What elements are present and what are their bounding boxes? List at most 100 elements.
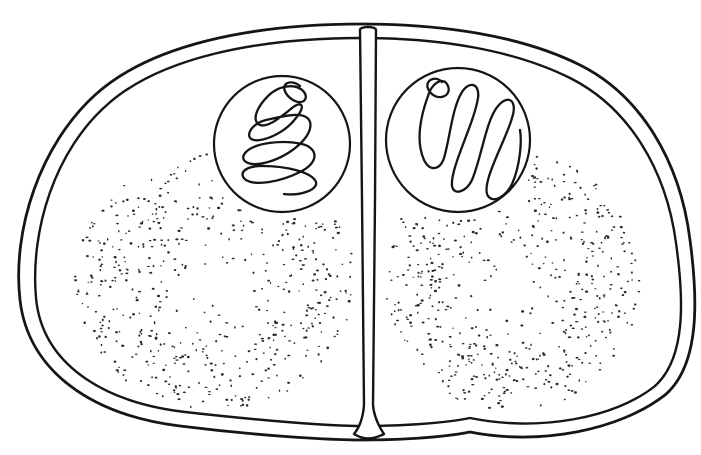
- stipple-dot: [302, 264, 305, 266]
- stipple-dot: [285, 229, 287, 231]
- stipple-dot: [175, 356, 178, 358]
- stipple-dot: [339, 226, 341, 228]
- stipple-dot: [302, 283, 304, 285]
- stipple-dot: [609, 288, 611, 290]
- stipple-dot: [155, 213, 157, 215]
- stipple-dot: [104, 336, 106, 338]
- stipple-dot: [93, 223, 96, 224]
- stipple-dot: [207, 227, 210, 230]
- stipple-dot: [512, 239, 515, 241]
- stipple-dot: [455, 398, 457, 399]
- stipple-dot: [568, 364, 571, 366]
- stipple-dot: [565, 361, 567, 363]
- stipple-dot: [288, 340, 291, 341]
- stipple-dot: [416, 249, 419, 251]
- stipple-dot: [446, 305, 449, 307]
- stipple-dot: [484, 348, 486, 350]
- stipple-dot: [454, 297, 457, 298]
- stipple-dot: [509, 375, 511, 377]
- stipple-dot: [581, 231, 584, 232]
- stipple-dot: [594, 317, 596, 318]
- stipple-dot: [307, 327, 310, 328]
- stipple-dot: [569, 193, 571, 195]
- stipple-dot: [416, 294, 418, 296]
- stipple-dot: [479, 252, 481, 254]
- stipple-dot: [100, 280, 102, 282]
- stipple-dot: [577, 170, 578, 172]
- stipple-dot: [174, 363, 176, 364]
- stipple-dot: [537, 358, 538, 360]
- stipple-dot: [568, 336, 571, 338]
- stipple-dot: [120, 239, 122, 241]
- stipple-dot: [571, 365, 573, 367]
- stipple-dot: [230, 384, 232, 387]
- stipple-dot: [267, 280, 270, 282]
- stipple-dot: [563, 259, 565, 262]
- stipple-dot: [515, 362, 517, 364]
- stipple-dot: [324, 291, 327, 293]
- stipple-dot: [619, 216, 622, 218]
- stipple-dot: [449, 360, 451, 362]
- stipple-dot: [485, 329, 488, 330]
- stipple-dot: [439, 281, 442, 283]
- stipple-dot: [110, 199, 112, 200]
- stipple-dot: [563, 181, 565, 182]
- stipple-dot: [292, 258, 295, 260]
- stipple-dot: [620, 237, 623, 238]
- stipple-dot: [165, 296, 167, 298]
- stipple-dot: [445, 278, 447, 279]
- stipple-dot: [457, 365, 459, 367]
- stipple-dot: [548, 381, 551, 383]
- stipple-dot: [460, 220, 462, 222]
- stipple-dot: [420, 284, 423, 286]
- stipple-dot: [293, 218, 296, 220]
- stipple-dot: [206, 218, 208, 220]
- stipple-dot: [521, 342, 524, 344]
- stipple-dot: [454, 239, 457, 241]
- stipple-dot: [113, 267, 116, 269]
- stipple-dot: [118, 230, 119, 232]
- stipple-dot: [315, 228, 317, 230]
- stipple-dot: [528, 200, 530, 203]
- stipple-dot: [399, 309, 402, 311]
- stipple-dot: [569, 217, 571, 218]
- stipple-dot: [569, 373, 571, 375]
- stipple-dot: [116, 223, 119, 225]
- stipple-dot: [434, 290, 437, 292]
- stipple-dot: [623, 232, 625, 234]
- stipple-dot: [563, 232, 565, 234]
- stipple-dot: [607, 320, 609, 322]
- stipple-dot: [348, 300, 351, 303]
- stipple-dot: [160, 265, 161, 267]
- stipple-dot: [168, 384, 171, 385]
- stipple-dot: [555, 269, 557, 271]
- stipple-dot: [138, 271, 140, 273]
- stipple-dot: [458, 284, 461, 287]
- stipple-dot: [270, 282, 271, 284]
- stipple-dot: [518, 229, 520, 231]
- stipple-dot: [564, 385, 566, 387]
- stipple-dot: [136, 297, 138, 299]
- stipple-dot: [315, 317, 316, 319]
- stipple-dot: [196, 349, 197, 351]
- stipple-dot: [272, 244, 274, 246]
- stipple-dot: [166, 290, 168, 292]
- stipple-dot: [122, 314, 124, 316]
- stipple-dot: [499, 378, 501, 379]
- stipple-dot: [299, 239, 301, 241]
- stipple-dot: [628, 242, 630, 244]
- stipple-dot: [496, 269, 498, 271]
- stipple-dot: [88, 282, 89, 283]
- stipple-dot: [563, 349, 566, 351]
- stipple-dot: [489, 335, 491, 336]
- stipple-dot: [132, 288, 134, 290]
- stipple-dot: [592, 255, 594, 256]
- stipple-dot: [624, 313, 626, 314]
- stipple-dot: [434, 280, 437, 283]
- stipple-dot: [337, 330, 339, 332]
- stipple-dot: [255, 306, 258, 308]
- stipple-dot: [562, 307, 564, 309]
- stipple-dot: [532, 358, 535, 360]
- stipple-dot: [508, 351, 511, 352]
- stipple-dot: [155, 339, 157, 340]
